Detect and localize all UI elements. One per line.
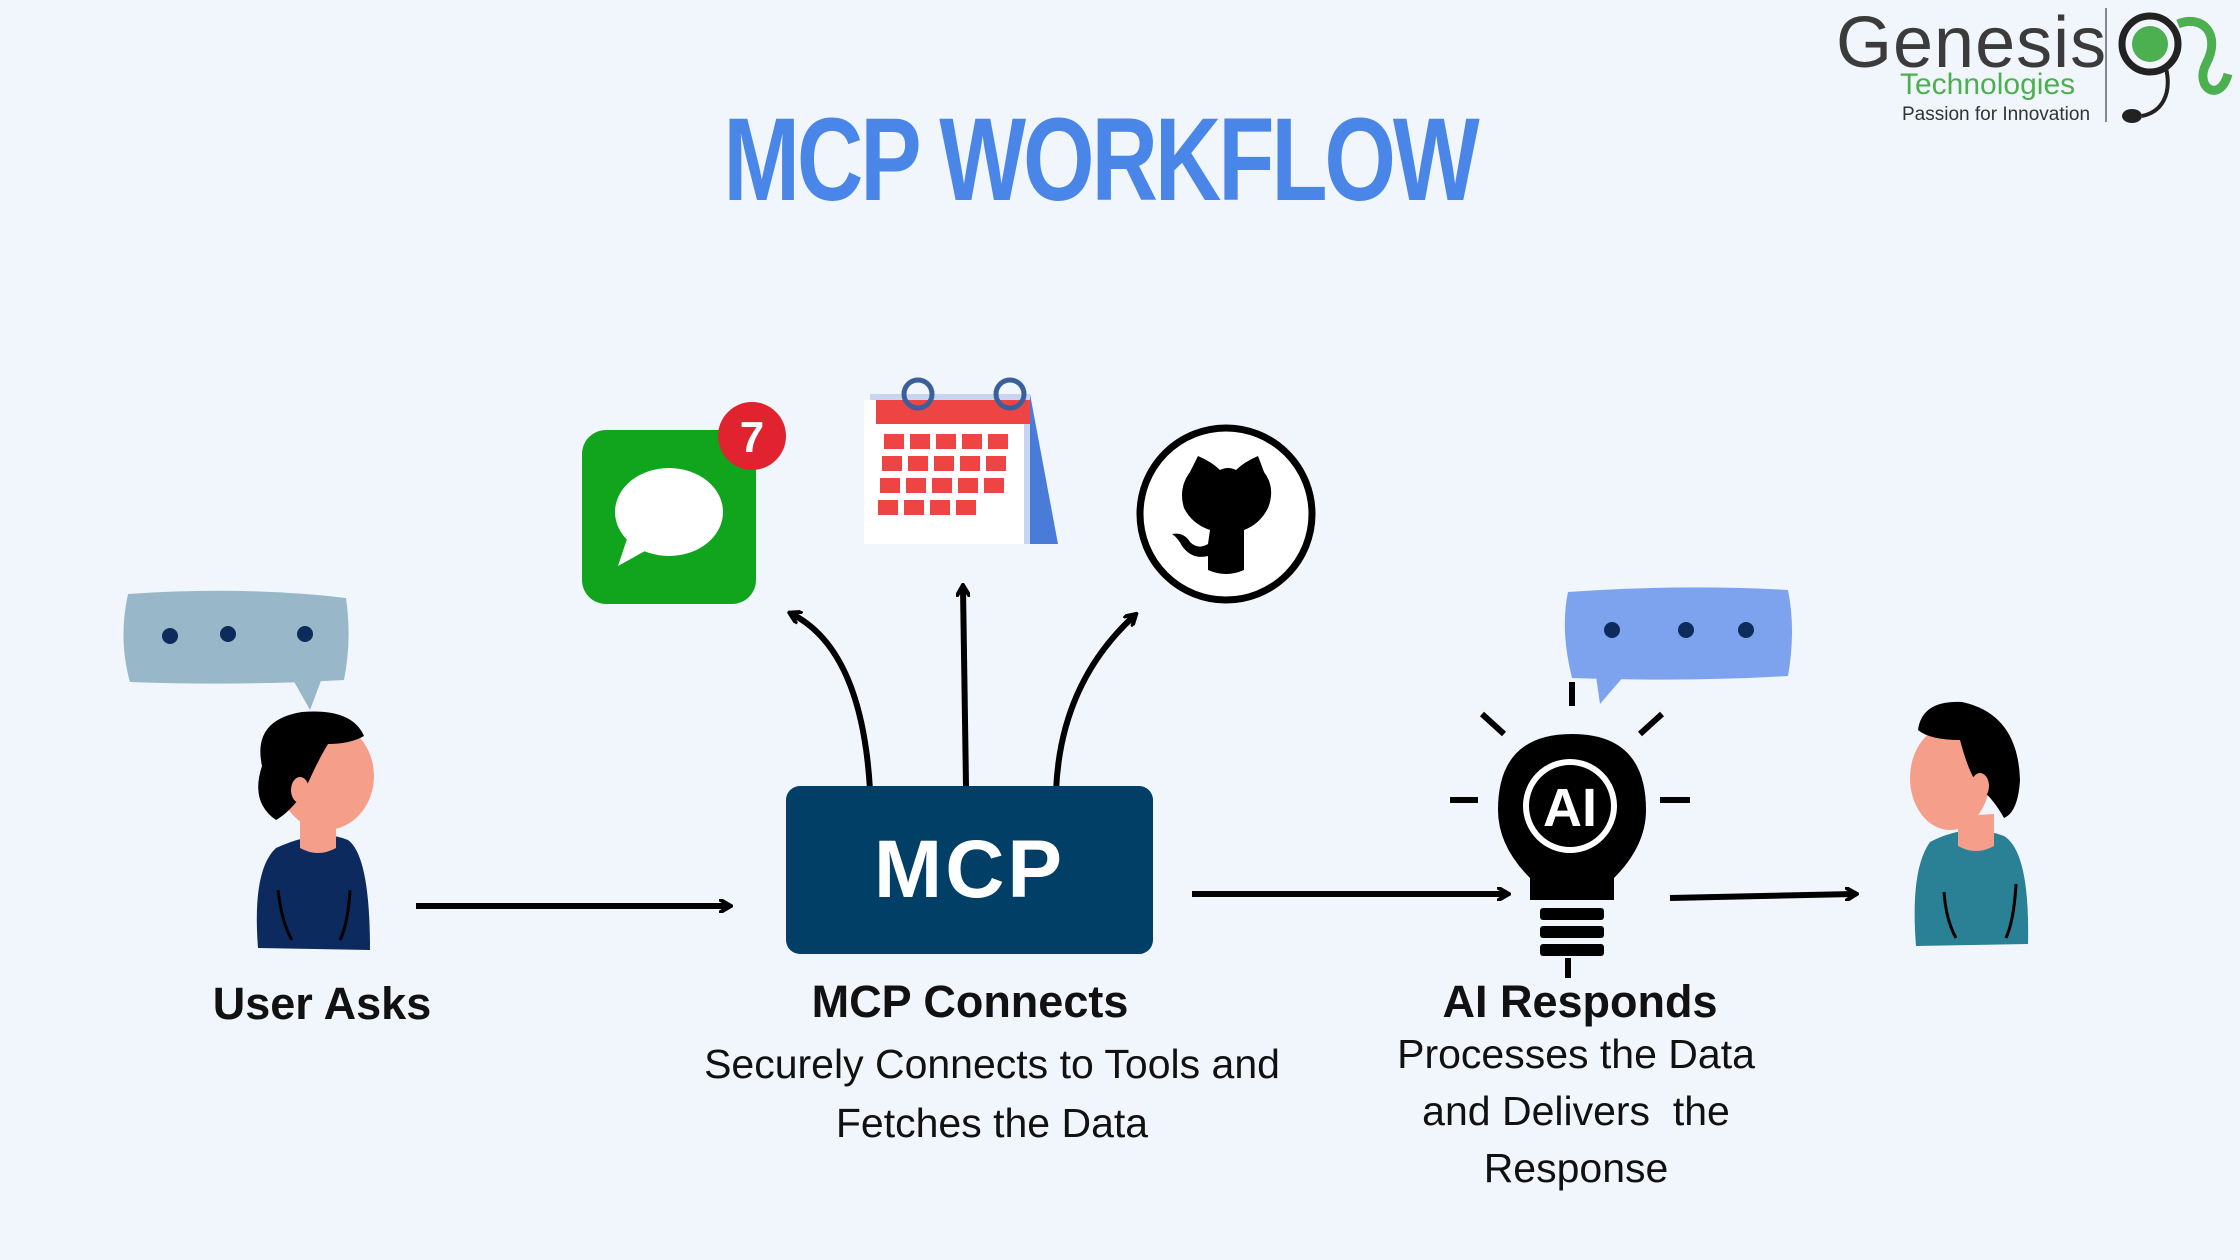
messages-badge: 7 <box>740 413 764 462</box>
receiving-person-icon <box>1910 701 2029 946</box>
logo-tagline: Passion for Innovation <box>1902 104 2091 125</box>
ai-description-line-1: Processes the Data <box>1397 1031 1755 1077</box>
company-logo: Genesis Technologies Passion for Innovat… <box>1836 3 2236 134</box>
ai-description-line-3: Response <box>1483 1145 1669 1191</box>
arrow-mcp-to-calendar <box>963 588 966 787</box>
logo-name: Genesis <box>1836 3 2108 83</box>
mcp-description-line-1: Securely Connects to Tools and <box>704 1041 1280 1087</box>
github-icon <box>1136 424 1316 604</box>
page-title: MCP WORKFLOW <box>723 94 1479 226</box>
messages-icon <box>582 402 786 604</box>
logo-subtitle: Technologies <box>1900 68 2076 101</box>
ai-description-line-2: and Delivers the <box>1422 1088 1730 1134</box>
step-ai-responds-title: AI Responds <box>1442 976 1718 1027</box>
calendar-icon <box>864 377 1058 544</box>
step-ai-responds-description: Processes the Data and Delivers the Resp… <box>1376 1026 1776 1197</box>
mcp-description-line-2: Fetches the Data <box>835 1100 1149 1146</box>
arrow-mcp-to-github <box>1053 616 1134 793</box>
step-mcp-connects-description: Securely Connects to Tools and Fetches t… <box>672 1036 1312 1152</box>
step-user-asks-title: User Asks <box>212 978 432 1029</box>
step-mcp-connects-title: MCP Connects <box>811 976 1129 1027</box>
ai-speech-bubble <box>1564 587 1792 704</box>
arrow-mcp-to-messages <box>792 614 873 791</box>
user-person-icon <box>256 711 374 950</box>
ai-lightbulb-icon <box>1450 682 1690 978</box>
arrow-ai-to-user <box>1669 894 1854 898</box>
mcp-box: MCP <box>786 786 1153 954</box>
logo-mark-icon <box>2105 8 2233 123</box>
ai-bulb-label: AI <box>1543 778 1597 838</box>
user-speech-bubble <box>123 590 349 710</box>
